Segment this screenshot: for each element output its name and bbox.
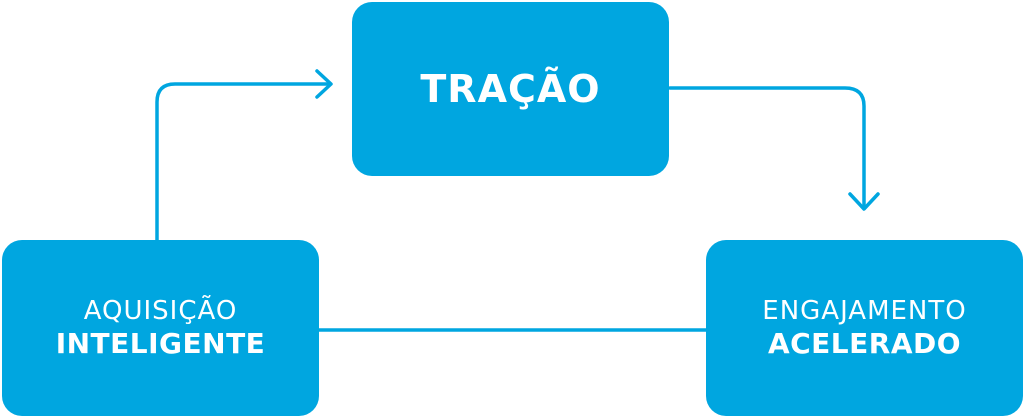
arrowhead-right-icon [315, 69, 333, 99]
node-aquisicao-line2: INTELIGENTE [55, 326, 266, 360]
connector-tracao-engajamento [668, 86, 866, 210]
arrowhead-down-icon [848, 192, 880, 211]
connector-aquisicao-tracao [155, 82, 332, 243]
node-engajamento-acelerado: ENGAJAMENTO ACELERADO [706, 240, 1023, 416]
node-engajamento-line2: ACELERADO [767, 326, 962, 360]
node-tracao: TRAÇÃO [352, 2, 669, 176]
node-aquisicao-inteligente: AQUISIÇÃO INTELIGENTE [2, 240, 319, 416]
node-tracao-label: TRAÇÃO [420, 67, 601, 111]
node-aquisicao-line1: AQUISIÇÃO [83, 296, 238, 327]
node-engajamento-line1: ENGAJAMENTO [762, 296, 967, 327]
